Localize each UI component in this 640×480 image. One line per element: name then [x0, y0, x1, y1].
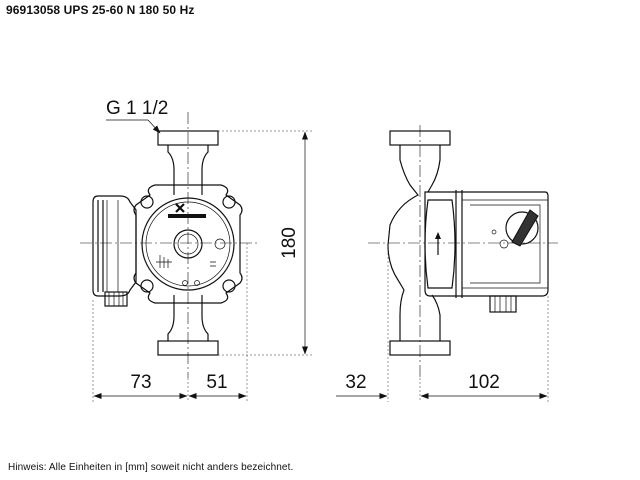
- thread-label: G 1 1/2: [106, 98, 168, 119]
- side-body-left: [387, 145, 419, 341]
- speed-selector: [214, 238, 226, 250]
- bottom-flange: [157, 340, 219, 356]
- side-view: 32 102: [336, 125, 558, 402]
- grundfos-logo: [168, 203, 206, 218]
- side-body-right: [427, 145, 441, 341]
- side-top-flange: [389, 130, 451, 146]
- dim-height: 180: [218, 130, 312, 356]
- pump-housing: [133, 184, 243, 304]
- dim-width-left-label: 73: [130, 372, 151, 393]
- cable-gland: [489, 295, 517, 313]
- housing-bolt-bl: [140, 279, 154, 293]
- drawing-title: 96913058 UPS 25-60 N 180 50 Hz: [6, 3, 195, 17]
- terminal-box: [92, 195, 137, 307]
- side-bottom-flange: [389, 340, 451, 356]
- vent-screw-inner: [177, 233, 199, 255]
- dim-width-right-label: 51: [206, 372, 227, 393]
- dim-side-left-label: 32: [345, 372, 366, 393]
- dim-height-label: 180: [279, 227, 300, 259]
- top-neck: [167, 145, 209, 195]
- housing-bolt-tr: [222, 195, 236, 209]
- vent-screw: [173, 229, 203, 259]
- front-view: G 1 1/2 180 73 51: [80, 98, 312, 402]
- thread-callout: G 1 1/2: [106, 98, 168, 134]
- dim-side-right-label: 102: [468, 372, 500, 393]
- rating-plate-marks: [156, 255, 216, 286]
- dim-side-widths: 32 102: [336, 245, 549, 402]
- dim-front-widths: 73 51: [92, 243, 248, 402]
- stator-ring: [141, 197, 235, 291]
- footnote: Hinweis: Alle Einheiten in [mm] soweit n…: [8, 462, 294, 473]
- motor-housing: [424, 190, 549, 298]
- bottom-neck: [167, 295, 209, 341]
- top-flange: [157, 130, 219, 146]
- housing-bolt-tl: [140, 195, 154, 209]
- stator-ring-inner: [145, 201, 231, 287]
- housing-bolt-br: [222, 279, 236, 293]
- speed-knob-icon: [491, 209, 539, 249]
